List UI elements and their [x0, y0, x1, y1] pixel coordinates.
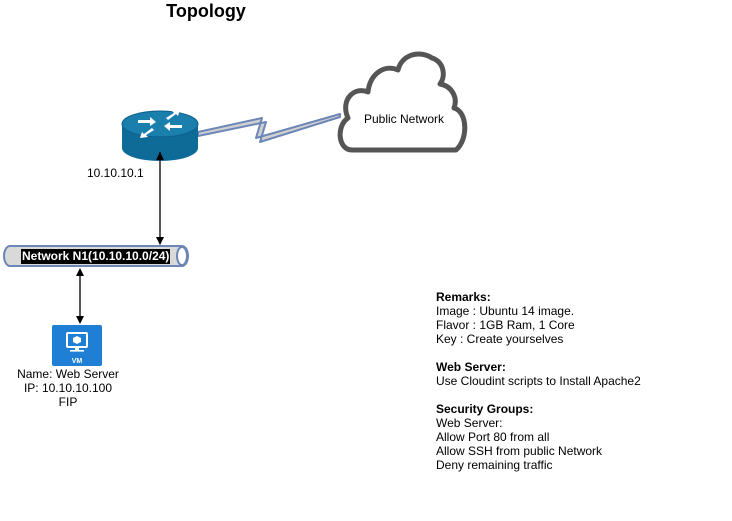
vm-ip: IP: 10.10.10.100 [23, 381, 113, 395]
vm-name: Name: Web Server [17, 367, 119, 381]
sg-web-server: Web Server: [436, 416, 503, 430]
vm-badge: VM [72, 358, 83, 365]
vm-caption: Name: Web Server IP: 10.10.10.100 FIP [0, 367, 136, 409]
cloud-icon[interactable] [337, 51, 468, 153]
sg-deny-rest: Deny remaining traffic [436, 458, 553, 472]
remarks-key: Key : Create yourselves [436, 332, 564, 346]
remarks-image: Image : Ubuntu 14 image. [436, 304, 575, 318]
web-server-note: Use Cloudint scripts to Install Apache2 [436, 374, 641, 388]
remarks-heading: Remarks: [436, 290, 491, 304]
remarks-flavor: Flavor : 1GB Ram, 1 Core [436, 318, 575, 332]
vm-fip: FIP [58, 395, 78, 409]
cloud-label: Public Network [363, 112, 445, 126]
router-ip-label: 10.10.10.1 [87, 166, 144, 180]
wan-link [197, 113, 341, 143]
sg-allow-port-80: Allow Port 80 from all [436, 430, 550, 444]
security-groups-heading: Security Groups: [436, 402, 534, 416]
vm-icon[interactable]: VM [52, 325, 102, 366]
web-server-heading: Web Server: [436, 360, 506, 374]
diagram-title: Topology [166, 1, 246, 21]
network-label: Network N1(10.10.10.0/24) [21, 249, 171, 264]
sg-allow-ssh: Allow SSH from public Network [436, 444, 603, 458]
remarks-panel: Remarks: Image : Ubuntu 14 image. Flavor… [436, 290, 641, 472]
router-icon[interactable] [121, 110, 199, 161]
